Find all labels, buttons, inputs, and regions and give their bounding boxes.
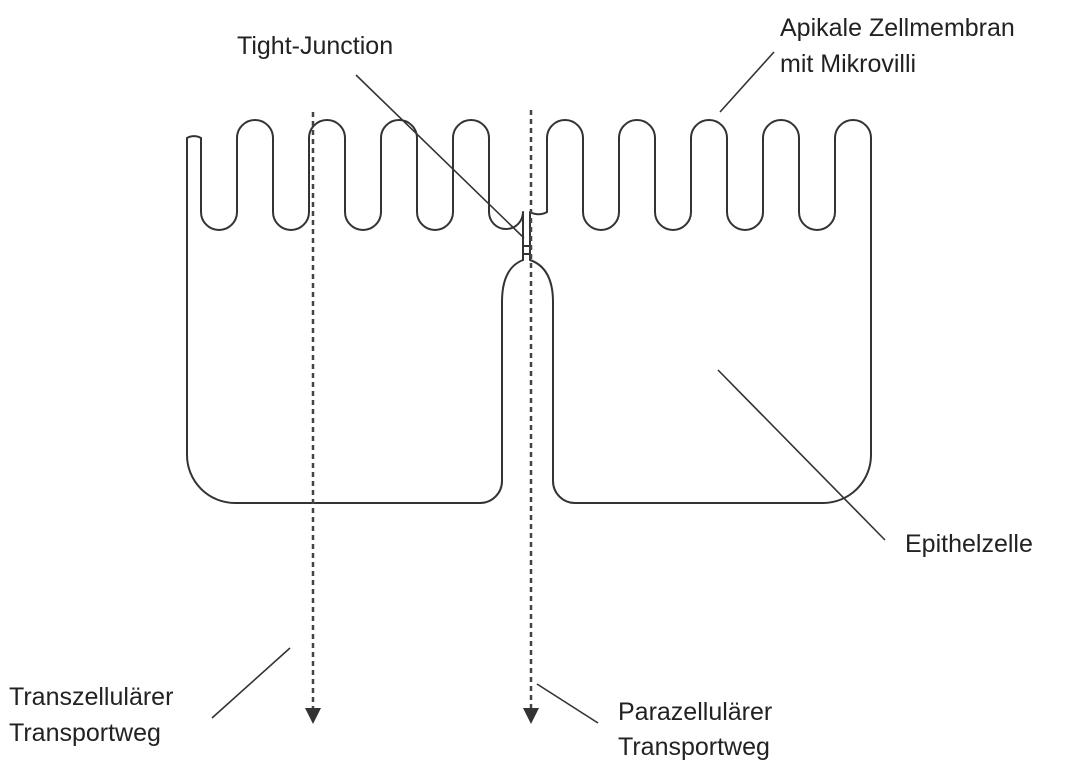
paracellular-route-label: Parazellulärer Transportweg — [618, 698, 779, 761]
apical-membrane-leader-line — [719, 51, 775, 113]
apical-membrane-label-line2: mit Mikrovilli — [780, 50, 916, 78]
transcellular-route-arrowhead — [305, 708, 321, 724]
paracellular-route-label-line1: Parazellulärer — [618, 698, 772, 726]
transcellular-route-label-line2: Transportweg — [9, 719, 161, 747]
tight-junction-leader-line — [355, 74, 525, 239]
left-epithelial-cell-outline — [186, 119, 524, 504]
transcellular-route-label: Transzellulärer Transportweg — [9, 683, 180, 747]
epithelial-cell-label: Epithelzelle — [905, 530, 1033, 558]
apical-membrane-label-line1: Apikale Zellmembran — [780, 14, 1015, 42]
transcellular-route-label-line1: Transzellulärer — [9, 683, 173, 711]
transcellular-leader-line — [211, 647, 291, 719]
tight-junction-strands — [522, 239, 531, 261]
paracellular-route-arrowhead — [523, 708, 539, 724]
paracellular-route-label-line2: Transportweg — [618, 733, 770, 761]
epithelial-cell-leader-line — [717, 369, 886, 541]
apical-membrane-label: Apikale Zellmembran mit Mikrovilli — [780, 14, 1022, 78]
right-epithelial-cell-outline — [529, 119, 872, 504]
tight-junction-label: Tight-Junction — [237, 32, 393, 60]
paracellular-leader-line — [536, 683, 599, 724]
